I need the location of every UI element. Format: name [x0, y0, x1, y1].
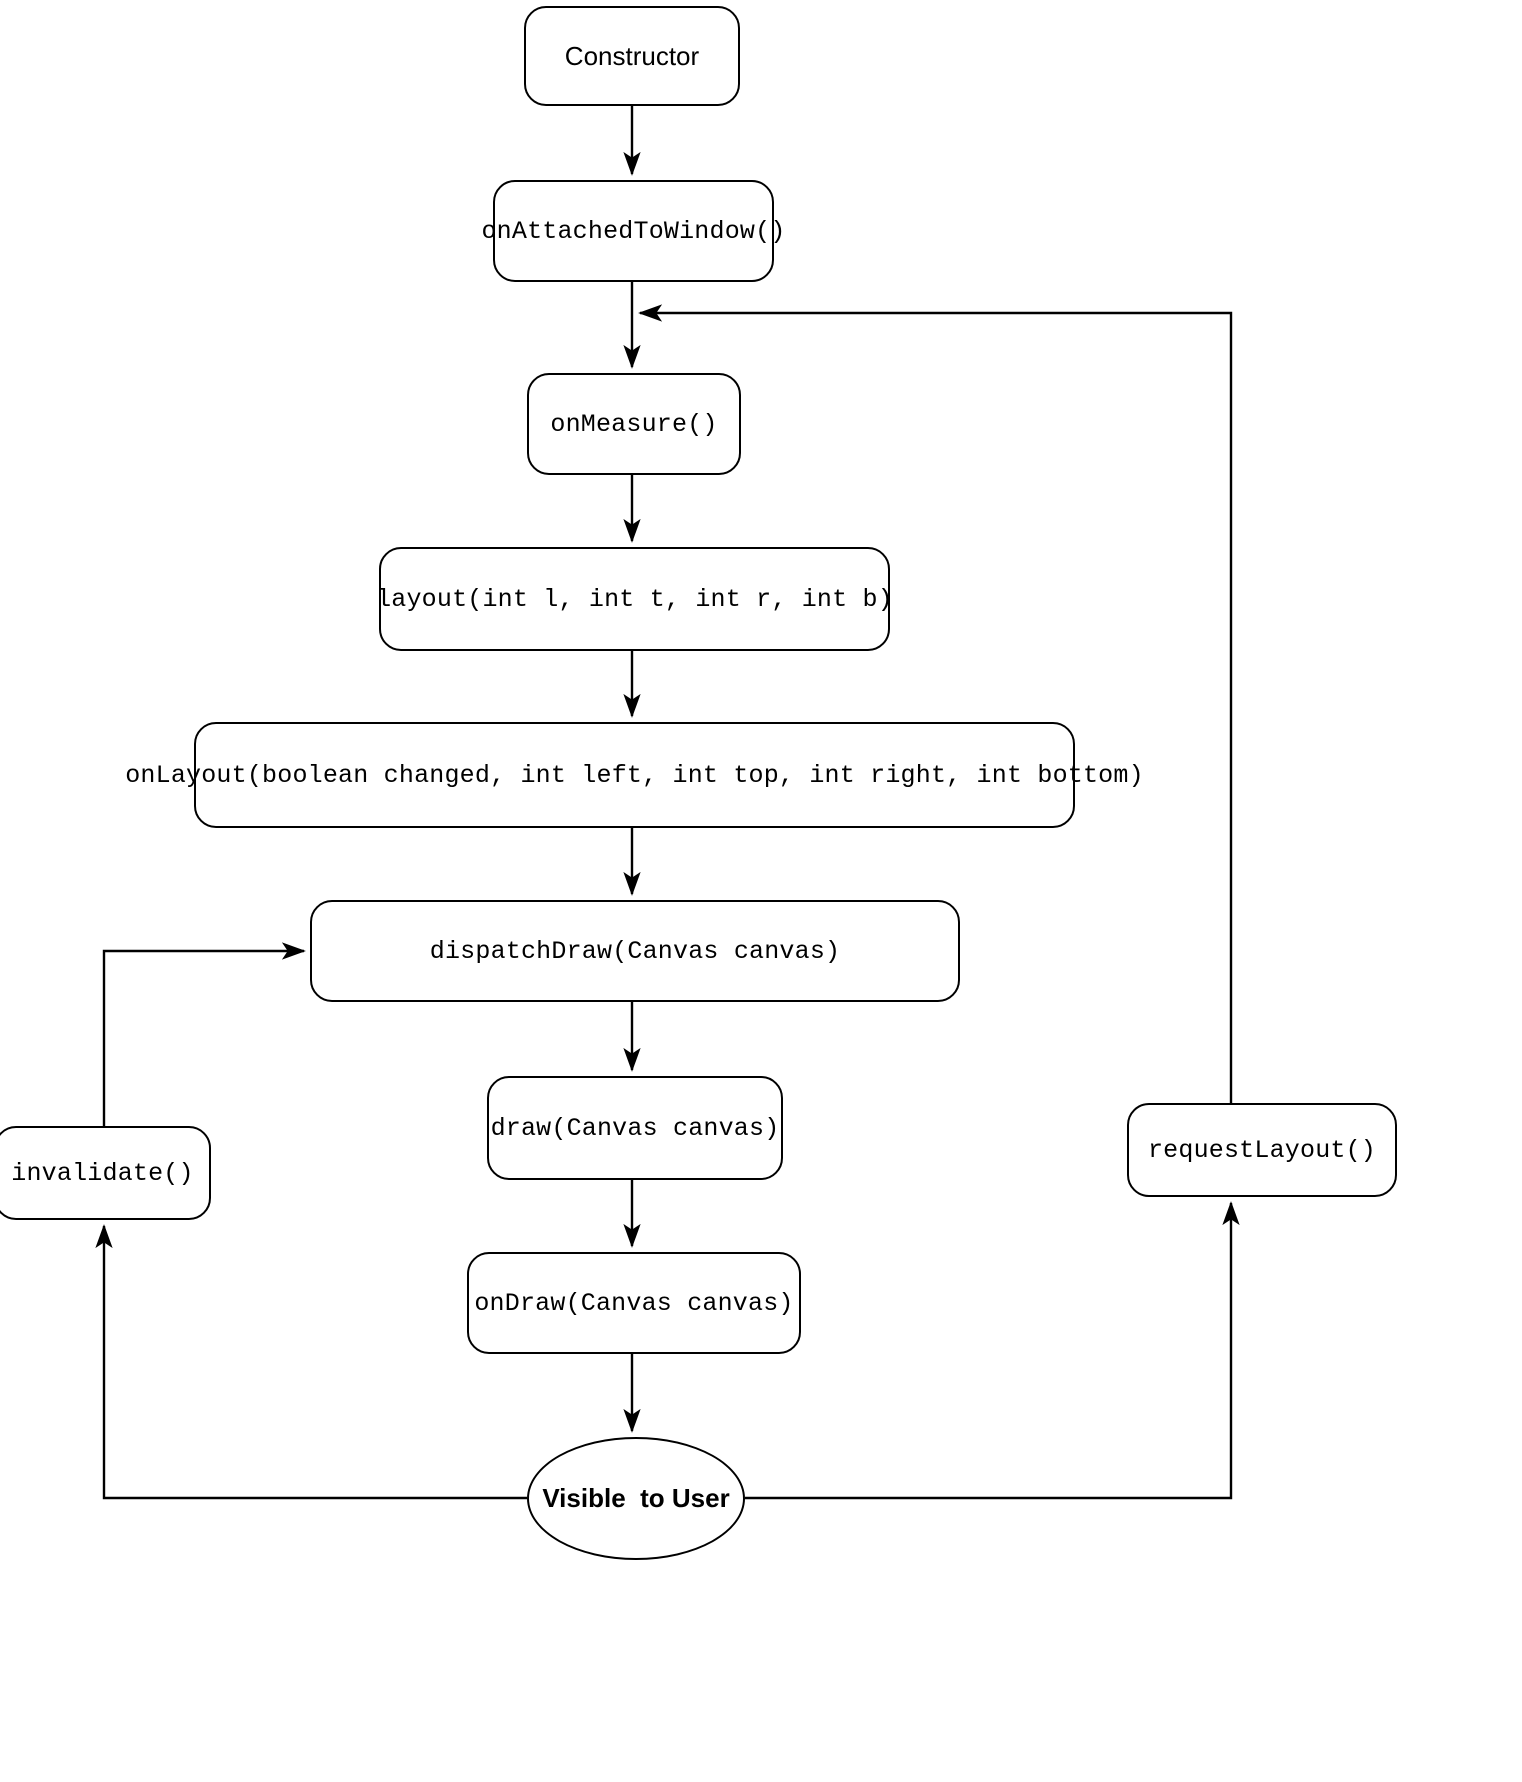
node-constructor-label: Constructor	[564, 40, 700, 71]
edge-visible-to-user-to-invalidate	[95, 1224, 527, 1500]
node-on-attached-to-window[interactable]: onAttachedToWindow()	[481, 180, 785, 282]
node-on-draw-label: onDraw(Canvas canvas)	[474, 1288, 794, 1318]
node-on-measure-label: onMeasure()	[550, 409, 718, 439]
node-visible-to-user-label: Visible to User	[542, 1483, 730, 1513]
edge-invalidate-to-dispatchdraw	[102, 942, 306, 1126]
node-invalidate-label: invalidate()	[11, 1158, 194, 1188]
node-constructor[interactable]: Constructor	[524, 6, 740, 106]
node-layout[interactable]: layout(int l, int t, int r, int b)	[376, 547, 893, 651]
node-on-draw[interactable]: onDraw(Canvas canvas)	[467, 1252, 801, 1354]
edge-requestlayout-to-onmeasure	[638, 304, 1233, 1103]
edge-visible-to-user-to-requestlayout	[745, 1201, 1240, 1500]
node-layout-label: layout(int l, int t, int r, int b)	[376, 584, 893, 614]
node-on-layout[interactable]: onLayout(boolean changed, int left, int …	[125, 722, 1144, 828]
node-request-layout-label: requestLayout()	[1147, 1135, 1377, 1165]
node-on-attached-to-window-label: onAttachedToWindow()	[481, 216, 786, 246]
node-draw-label: draw(Canvas canvas)	[490, 1113, 780, 1143]
node-dispatch-draw-label: dispatchDraw(Canvas canvas)	[429, 936, 841, 966]
node-request-layout[interactable]: requestLayout()	[1127, 1103, 1397, 1197]
node-on-measure[interactable]: onMeasure()	[527, 373, 741, 475]
node-dispatch-draw[interactable]: dispatchDraw(Canvas canvas)	[310, 900, 960, 1002]
node-on-layout-label: onLayout(boolean changed, int left, int …	[125, 760, 1144, 790]
node-invalidate[interactable]: invalidate()	[0, 1126, 211, 1220]
node-visible-to-user[interactable]: Visible to User	[527, 1437, 745, 1560]
node-draw[interactable]: draw(Canvas canvas)	[487, 1076, 783, 1180]
